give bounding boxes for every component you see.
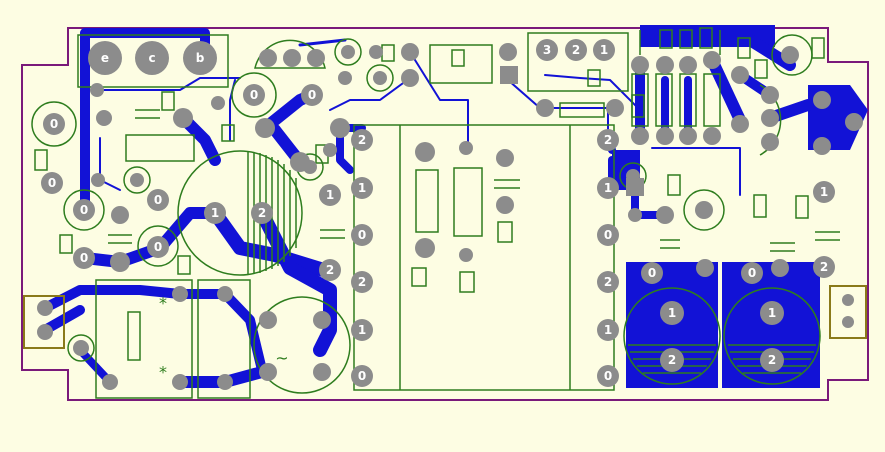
- ic-right-pin: 1: [597, 319, 619, 341]
- ic-right-pin: 0: [597, 224, 619, 246]
- board-outline: [21, 27, 869, 401]
- ic-left-pin: 2: [351, 129, 373, 151]
- svg-text:2: 2: [358, 133, 366, 147]
- svg-text:0: 0: [308, 88, 316, 102]
- svg-text:0: 0: [250, 88, 258, 102]
- svg-text:0: 0: [80, 203, 88, 217]
- svg-text:1: 1: [600, 43, 608, 57]
- transistor-pad-e: e: [88, 41, 122, 75]
- svg-text:3: 3: [543, 43, 551, 57]
- svg-text:2: 2: [358, 275, 366, 289]
- svg-text:0: 0: [358, 228, 366, 242]
- ic-left-pin: 0: [351, 224, 373, 246]
- connectors: [23, 285, 867, 349]
- big-cap-left-pad-1: 1: [660, 301, 684, 325]
- ic-left-pin: 2: [351, 271, 373, 293]
- ic-right-pin: 2: [597, 129, 619, 151]
- svg-text:0: 0: [648, 266, 656, 280]
- copper-layer: [612, 25, 868, 388]
- regulator-pad-3: 3: [536, 39, 558, 61]
- plain-pads: [37, 43, 863, 390]
- svg-text:0: 0: [358, 369, 366, 383]
- svg-text:2: 2: [768, 353, 776, 367]
- svg-text:0: 0: [604, 369, 612, 383]
- regulator-pad-1: 1: [593, 39, 615, 61]
- labelled-pads: e c b 3 2 1 2 1 0 2 1 0 2 1 0 2 1 0 1 2 …: [41, 39, 835, 387]
- svg-text:c: c: [148, 51, 155, 65]
- ac-symbol: ~: [275, 349, 288, 368]
- svg-text:0: 0: [748, 266, 756, 280]
- misc-pad: 0: [73, 247, 95, 269]
- misc-pad: 0: [43, 113, 65, 135]
- svg-text:b: b: [196, 51, 205, 65]
- regulator-pad-2: 2: [565, 39, 587, 61]
- svg-text:2: 2: [326, 263, 334, 277]
- svg-text:1: 1: [820, 185, 828, 199]
- misc-pad: 0: [243, 84, 265, 106]
- ic-left-pin: 1: [351, 177, 373, 199]
- ic-left-pin: 1: [351, 319, 373, 341]
- rectifier-mark-bottom: *: [159, 363, 167, 382]
- misc-pad: 0: [41, 172, 63, 194]
- misc-pad: 0: [147, 189, 169, 211]
- ic-left-pin: 0: [351, 365, 373, 387]
- small-cap-left-pad: 0: [641, 262, 663, 284]
- misc-pad: 0: [147, 236, 169, 258]
- svg-text:1: 1: [358, 323, 366, 337]
- misc-pad: 2: [319, 259, 341, 281]
- svg-text:1: 1: [211, 206, 219, 220]
- misc-pad: 1: [813, 181, 835, 203]
- svg-text:1: 1: [604, 181, 612, 195]
- big-cap-left-pad-2: 2: [660, 348, 684, 372]
- svg-text:1: 1: [326, 188, 334, 202]
- ac-input-connector: [23, 295, 65, 349]
- svg-text:2: 2: [258, 206, 266, 220]
- svg-text:1: 1: [358, 181, 366, 195]
- big-cap-right-pad-2: 2: [760, 348, 784, 372]
- svg-text:0: 0: [48, 176, 56, 190]
- silk-symbols: * * ~: [159, 294, 289, 382]
- svg-text:0: 0: [604, 228, 612, 242]
- relay-pad-1: 1: [204, 202, 226, 224]
- svg-text:1: 1: [604, 323, 612, 337]
- misc-pad: 1: [319, 184, 341, 206]
- small-cap-right-pad: 0: [741, 262, 763, 284]
- svg-text:0: 0: [80, 251, 88, 265]
- svg-text:2: 2: [604, 275, 612, 289]
- ic-right-pin: 2: [597, 271, 619, 293]
- transistor-pad-c: c: [135, 41, 169, 75]
- misc-pad: 0: [73, 199, 95, 221]
- ic-right-pin: 1: [597, 177, 619, 199]
- big-cap-right-pad-1: 1: [760, 301, 784, 325]
- relay-pad-2: 2: [251, 202, 273, 224]
- svg-text:2: 2: [668, 353, 676, 367]
- svg-text:2: 2: [820, 260, 828, 274]
- svg-text:2: 2: [604, 133, 612, 147]
- svg-text:0: 0: [50, 117, 58, 131]
- svg-text:e: e: [101, 51, 109, 65]
- dc-output-connector: [829, 285, 867, 339]
- svg-text:0: 0: [154, 193, 162, 207]
- svg-text:1: 1: [668, 306, 676, 320]
- rectifier-mark-top: *: [159, 294, 167, 313]
- svg-text:0: 0: [154, 240, 162, 254]
- misc-pad: 0: [301, 84, 323, 106]
- misc-pad: 2: [813, 256, 835, 278]
- svg-text:1: 1: [768, 306, 776, 320]
- svg-text:2: 2: [572, 43, 580, 57]
- ic-right-pin: 0: [597, 365, 619, 387]
- transistor-pad-b: b: [183, 41, 217, 75]
